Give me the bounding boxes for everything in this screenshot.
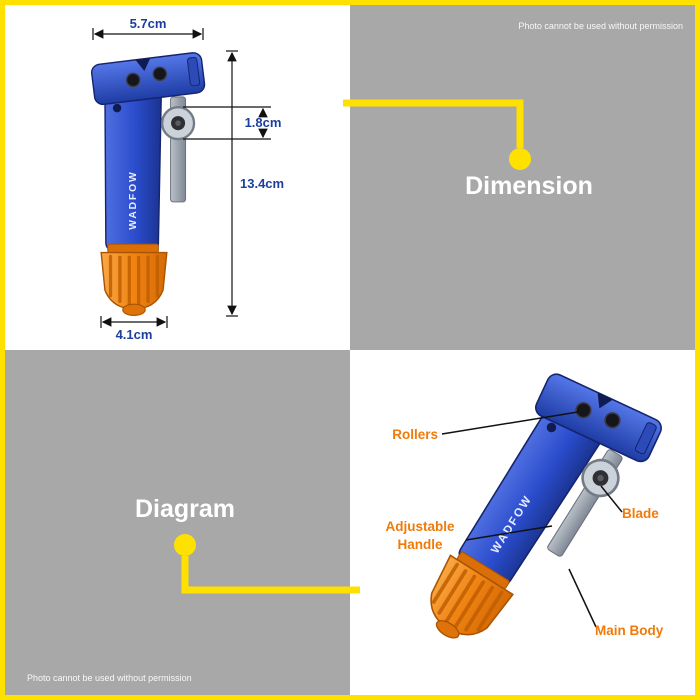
dimension-roller-diameter: 1.8cm: [244, 115, 282, 130]
dimension-total-height: 13.4cm: [240, 176, 285, 191]
diagram-title-panel: Diagram Photo cannot be used without per…: [5, 350, 350, 695]
label-blade: Blade: [622, 506, 659, 521]
diagram-title: Diagram: [134, 495, 236, 523]
watermark-bottom: Photo cannot be used without permission: [27, 673, 192, 683]
dimension-top-width: 5.7cm: [129, 16, 167, 31]
dimension-panel: 5.7cm 1.8cm 13.4cm 4.1cm: [5, 5, 350, 350]
pipe-cutter-illustration: [88, 50, 210, 322]
label-adjustable-handle: Adjustable Handle: [385, 519, 455, 552]
label-main-body: Main Body: [595, 623, 664, 638]
label-rollers: Rollers: [392, 427, 438, 442]
watermark-top: Photo cannot be used without permission: [518, 21, 683, 31]
dimension-title-panel: Photo cannot be used without permission …: [350, 5, 695, 350]
diagram-panel: Rollers Blade Adjustable Handle Main Bod…: [350, 350, 695, 695]
dimension-knob-width: 4.1cm: [115, 327, 153, 342]
quadrant-grid: 5.7cm 1.8cm 13.4cm 4.1cm Photo cannot be…: [5, 5, 695, 695]
dimension-title: Dimension: [465, 172, 593, 200]
